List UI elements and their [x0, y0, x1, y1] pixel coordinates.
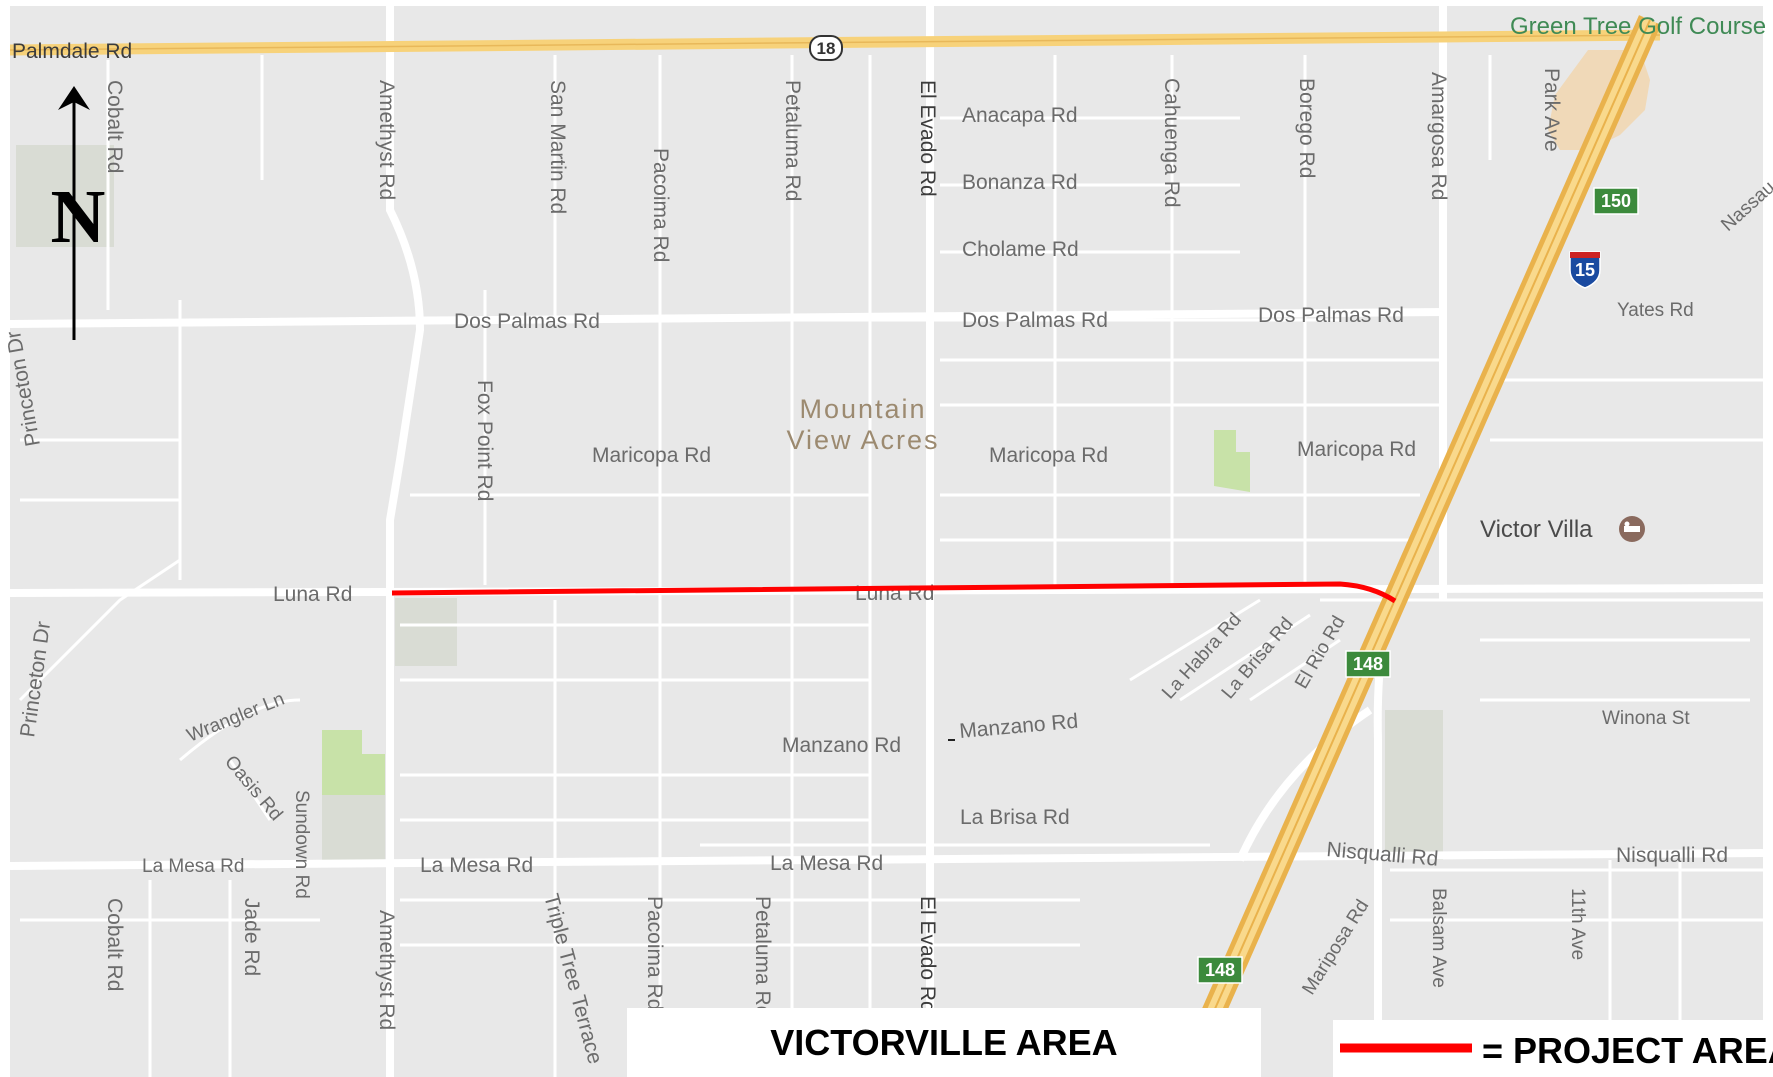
legend-label: = PROJECT AREA: [1482, 1030, 1773, 1071]
place-labels: Mountain View Acres Green Tree Golf Cour…: [786, 13, 1766, 543]
label-golf-course: Green Tree Golf Course: [1510, 13, 1766, 40]
label-maricopa-rd-west: Maricopa Rd: [592, 444, 711, 467]
dos-palmas-rd-line: [10, 308, 1446, 328]
north-arrow-head: [58, 86, 90, 110]
label-el-evado-rd-north: El Evado Rd: [916, 80, 939, 197]
school-block: [16, 145, 114, 247]
label-cholame-rd: Cholame Rd: [962, 238, 1079, 261]
exit-148-lower-number: 148: [1205, 960, 1235, 980]
label-la-mesa-rd-west: La Mesa Rd: [420, 854, 533, 877]
basemap: [10, 6, 1763, 1077]
exit-150-shield: 150: [1593, 187, 1639, 215]
label-dos-palmas-rd-east: Dos Palmas Rd: [1258, 304, 1404, 327]
label-cobalt-rd-south: Cobalt Rd: [103, 898, 126, 991]
exit-148-upper-shield: 148: [1345, 650, 1391, 678]
label-balsam-ave: Balsam Ave: [1428, 888, 1449, 988]
label-maricopa-rd-east: Maricopa Rd: [1297, 438, 1416, 461]
park-east: [1214, 430, 1250, 492]
i15-freeway-median: [1184, 19, 1651, 1077]
amethyst-rd-line: [386, 6, 425, 1077]
label-fox-point-rd: Fox Point Rd: [473, 380, 496, 501]
area-title: VICTORVILLE AREA: [770, 1022, 1117, 1063]
label-amethyst-rd-south: Amethyst Rd: [375, 910, 398, 1030]
label-luna-rd-center: Luna Rd: [855, 582, 934, 605]
label-dos-palmas-rd-center: Dos Palmas Rd: [962, 309, 1108, 332]
label-el-evado-rd-south: El Evado Rd: [916, 896, 939, 1013]
project-area-line[interactable]: [391, 581, 1397, 604]
label-11th-ave: 11th Ave: [1567, 888, 1588, 960]
label-cobalt-rd-north: Cobalt Rd: [103, 80, 126, 173]
lot-block-3: [1385, 710, 1443, 860]
label-neighborhood-line2: View Acres: [786, 425, 939, 455]
label-la-mesa-rd-center: La Mesa Rd: [770, 852, 883, 875]
label-dos-palmas-rd-west: Dos Palmas Rd: [454, 310, 600, 333]
label-borego-rd: Borego Rd: [1295, 78, 1318, 178]
exit-150-number: 150: [1601, 191, 1631, 211]
interstate-shield: 15: [1569, 251, 1601, 289]
north-arrow: N: [51, 86, 106, 340]
label-amethyst-rd-north: Amethyst Rd: [375, 80, 398, 200]
la-mesa-rd-line: [10, 849, 1763, 870]
label-amargosa-rd: Amargosa Rd: [1427, 72, 1450, 200]
interstate-number: 15: [1575, 260, 1595, 280]
lodging-icon[interactable]: [1619, 516, 1645, 542]
label-pacoima-rd-north: Pacoima Rd: [649, 148, 672, 262]
label-manzano-rd-west: Manzano Rd: [782, 734, 901, 757]
area-title-box: VICTORVILLE AREA: [627, 1008, 1261, 1077]
label-nisqualli-rd-east: Nisqualli Rd: [1616, 844, 1728, 867]
label-jade-rd: Jade Rd: [240, 898, 263, 976]
route-shields: 18 15 150 148 148: [809, 35, 1639, 984]
label-anacapa-rd: Anacapa Rd: [962, 104, 1078, 127]
label-petaluma-rd-south: Petaluma Rd: [751, 896, 774, 1017]
label-park-ave: Park Ave: [1540, 68, 1563, 152]
exit-148-lower-shield: 148: [1197, 956, 1243, 984]
state-route-number: 18: [817, 39, 836, 58]
label-la-mesa-rd-far-west: La Mesa Rd: [142, 856, 244, 877]
label-cahuenga-rd: Cahuenga Rd: [1160, 78, 1183, 208]
label-la-brisa-rd: La Brisa Rd: [960, 806, 1070, 829]
label-pacoima-rd-south: Pacoima Rd: [643, 896, 666, 1010]
label-poi-victor-villa[interactable]: Victor Villa: [1480, 516, 1593, 543]
label-neighborhood-line1: Mountain: [799, 394, 926, 424]
label-palmdale-rd: Palmdale Rd: [12, 40, 132, 63]
label-san-martin-rd: San Martin Rd: [546, 80, 569, 214]
label-petaluma-rd-north: Petaluma Rd: [781, 80, 804, 201]
label-winona-st: Winona St: [1602, 708, 1690, 729]
exit-148-upper-number: 148: [1353, 654, 1383, 674]
label-sundown-rd: Sundown Rd: [291, 790, 312, 899]
label-bonanza-rd: Bonanza Rd: [962, 171, 1078, 194]
legend: = PROJECT AREA: [1333, 1020, 1773, 1077]
label-yates-rd: Yates Rd: [1617, 300, 1694, 321]
label-luna-rd-west: Luna Rd: [273, 583, 352, 606]
north-label: N: [51, 175, 106, 259]
park-west: [322, 730, 385, 795]
lot-block-2: [322, 795, 385, 861]
label-maricopa-rd-center: Maricopa Rd: [989, 444, 1108, 467]
area-title-background: [627, 1008, 1261, 1077]
lot-block: [395, 598, 457, 666]
state-route-shield: 18: [809, 35, 843, 61]
